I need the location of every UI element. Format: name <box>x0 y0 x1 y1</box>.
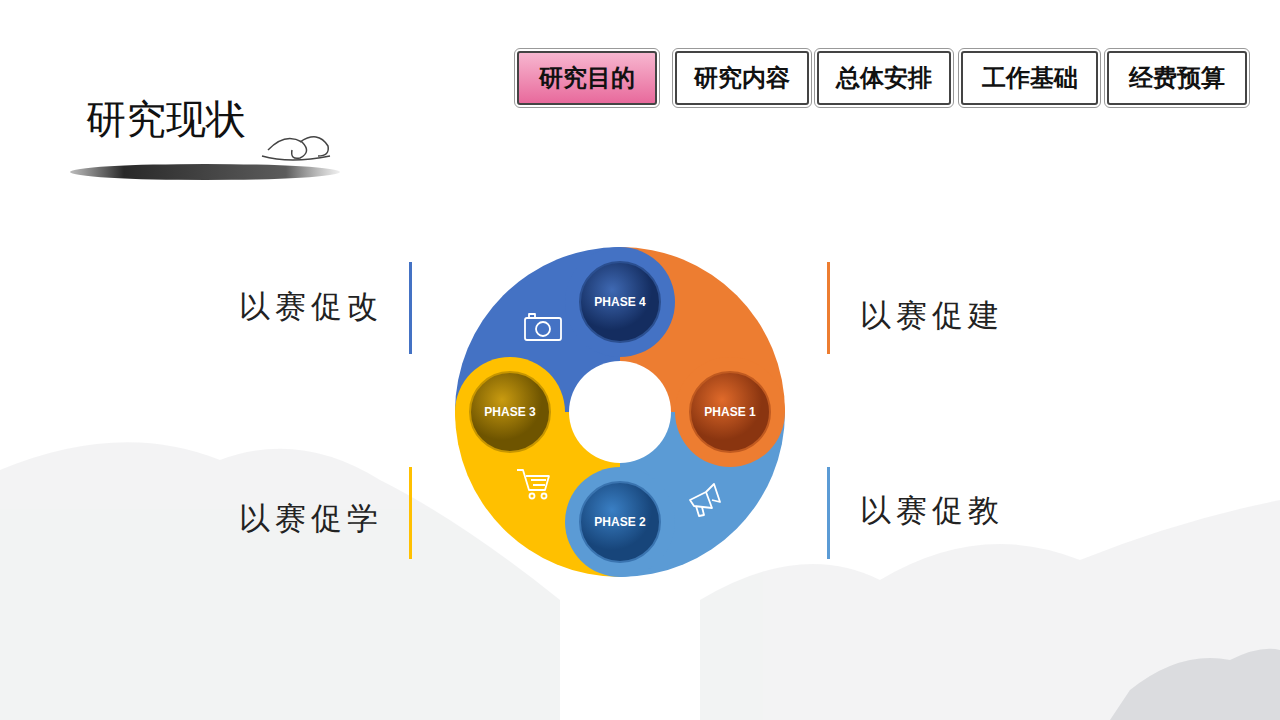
tab-label: 经费预算 <box>1129 62 1225 94</box>
slide-title: 研究现状 <box>86 92 246 147</box>
nav-tab: 经费预算 <box>1107 51 1247 105</box>
side-label: 以赛促学 <box>239 498 383 540</box>
phase-label: PHASE 3 <box>484 405 535 419</box>
side-label: 以赛促教 <box>860 490 1004 532</box>
phase-label: PHASE 4 <box>594 295 645 309</box>
side-label: 以赛促改 <box>239 286 383 328</box>
nav-tab: 研究内容 <box>675 51 809 105</box>
tab-label: 总体安排 <box>836 62 932 94</box>
tab-label: 研究目的 <box>539 62 635 94</box>
side-label: 以赛促建 <box>860 295 1004 337</box>
tab-label: 工作基础 <box>982 62 1078 94</box>
nav-tab: 工作基础 <box>961 51 1098 105</box>
phase-circle: PHASE 4 <box>580 262 660 342</box>
phase-circle: PHASE 2 <box>580 482 660 562</box>
phase-label: PHASE 1 <box>704 405 755 419</box>
nav-tab: 总体安排 <box>817 51 951 105</box>
phase-label: PHASE 2 <box>594 515 645 529</box>
nav-tab: 研究目的 <box>517 51 657 105</box>
phase-circle: PHASE 3 <box>470 372 550 452</box>
phase-circle: PHASE 1 <box>690 372 770 452</box>
tab-label: 研究内容 <box>694 62 790 94</box>
